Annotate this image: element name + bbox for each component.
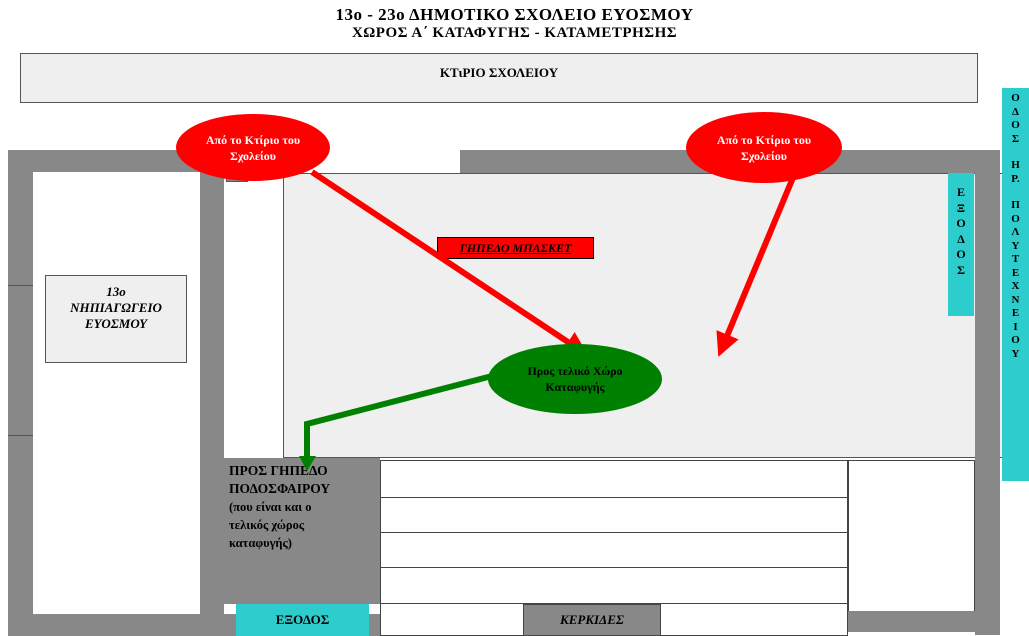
- inner-wall: [200, 172, 224, 632]
- green-arrow-head: [299, 456, 316, 471]
- right-wall: [975, 155, 1000, 635]
- kindergarten-label-line2: ΝΗΠΙΑΓΩΓΕΙΟ: [70, 300, 162, 315]
- street-letter: Π: [1011, 199, 1020, 211]
- bottom-exit-label: ΕΞΟΔΟΣ: [236, 604, 369, 636]
- left-wall-divider: [8, 285, 33, 286]
- red-arrow-left: [310, 169, 588, 356]
- football-direction-box: ΠΡΟΣ ΓΗΠΕΔΟ ΠΟΔΟΣΦΑΙΡΟΥ (που είναι και ο…: [224, 458, 380, 604]
- street-label: Ο Δ Ο Σ Η Ρ. Π Ο Λ Υ Τ Ε Χ Ν Ε Ι Ο Υ: [1002, 88, 1029, 481]
- stands-label: ΚΕΡΚΙΔΕΣ: [523, 604, 661, 636]
- basketball-court-label: ΓΗΠΕΔΟ ΜΠΑΣΚΕΤ: [437, 237, 594, 259]
- kindergarten-label-line3: ΕΥΟΣΜΟΥ: [84, 316, 148, 331]
- bottom-right-wall: [848, 611, 1000, 632]
- from-building-left-ellipse: Από το Κτίριο του Σχολείου: [176, 114, 330, 181]
- stands-row-line: [380, 532, 848, 533]
- left-wall: [8, 150, 33, 636]
- kindergarten-building: 13ο ΝΗΠΙΑΓΩΓΕΙΟ ΕΥΟΣΜΟΥ: [45, 275, 187, 363]
- stands-row-line: [380, 567, 848, 568]
- street-letter: Χ: [1011, 280, 1020, 292]
- street-letter: Ε: [1011, 266, 1020, 279]
- diagram-title-line2: ΧΩΡΟΣ Α΄ ΚΑΤΑΦΥΓΗΣ - ΚΑΤΑΜΕΤΡΗΣΗΣ: [351, 25, 678, 41]
- final-refuge-ellipse: Προς τελικό Χώρο Καταφυγής: [488, 344, 662, 414]
- green-arrow: [304, 373, 493, 459]
- from-building-right-ellipse: Από το Κτίριο του Σχολείου: [686, 112, 842, 183]
- basketball-area: [283, 173, 1014, 458]
- street-letter: Ν: [1011, 293, 1020, 306]
- school-building: ΚΤιΡΙΟ ΣΧΟΛΕΙΟΥ: [20, 53, 978, 103]
- street-letter: Ο: [1011, 119, 1020, 131]
- side-exit-letter: Ε: [956, 185, 965, 199]
- street-letter: Ο: [1011, 212, 1020, 225]
- street-letter: Ο: [1011, 92, 1020, 104]
- stands-side-block: [848, 460, 975, 612]
- football-label-line2: ΠΟΔΟΣΦΑΙΡΟΥ: [229, 481, 331, 496]
- street-letter: Δ: [1012, 105, 1019, 118]
- football-label-line1: ΠΡΟΣ ΓΗΠΕΔΟ: [229, 463, 328, 478]
- street-letter: Ρ.: [1011, 172, 1020, 185]
- diagram-title-line1: 13ο - 23ο ΔΗΜΟΤΙΚΟ ΣΧΟΛΕΙΟ ΕΥΟΣΜΟΥ: [335, 5, 694, 24]
- stands-row-line: [380, 603, 848, 604]
- street-letter: Ο: [1011, 334, 1020, 346]
- stands-row-line: [380, 497, 848, 498]
- street-letter: Υ: [1011, 239, 1020, 252]
- left-wall-divider: [8, 435, 33, 436]
- football-label-line4: τελικός χώρος: [229, 518, 305, 532]
- red-arrow-right: [716, 166, 800, 357]
- street-letter: Η: [1011, 159, 1020, 171]
- kindergarten-label-line1: 13ο: [106, 284, 126, 299]
- street-letter: Τ: [1011, 253, 1020, 265]
- football-label-line5: καταφυγής): [229, 536, 292, 550]
- side-exit-letter: Ο: [956, 216, 966, 230]
- street-letter: Σ: [1011, 132, 1020, 145]
- street-letter: Ι: [1013, 320, 1018, 333]
- side-exit-letter: Ξ: [956, 200, 966, 215]
- school-building-label: ΚΤιΡΙΟ ΣΧΟΛΕΙΟΥ: [439, 65, 559, 80]
- street-letter: Υ: [1011, 347, 1020, 360]
- side-exit-letter: Δ: [957, 231, 965, 246]
- side-exit-letter: Ο: [956, 247, 966, 261]
- side-exit-label: Ε Ξ Ο Δ Ο Σ: [948, 173, 974, 316]
- football-label-line3: (που είναι και ο: [229, 500, 312, 514]
- street-letter: Ε: [1011, 307, 1020, 319]
- side-exit-letter: Σ: [957, 262, 965, 277]
- street-letter: Λ: [1011, 226, 1020, 238]
